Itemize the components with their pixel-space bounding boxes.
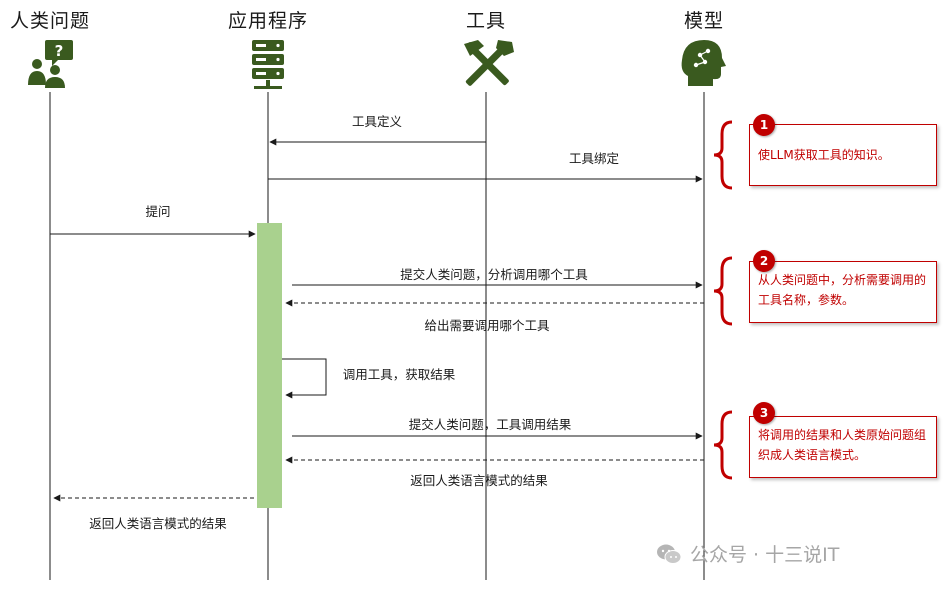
label-submit-result: 提交人类问题，工具调用结果	[408, 417, 572, 432]
svg-text:?: ?	[55, 42, 64, 60]
note-1-brace	[713, 120, 733, 190]
note-1: 使LLM获取工具的知识。	[749, 124, 937, 186]
actor-title-app: 应用程序	[227, 10, 309, 32]
ai-head-icon	[681, 40, 726, 86]
note-2-badge: 2	[753, 250, 775, 272]
server-icon	[252, 40, 284, 89]
label-submit-question: 提交人类问题，分析调用哪个工具	[400, 267, 588, 282]
note-3-badge: 3	[753, 402, 775, 424]
watermark-text: 公众号 · 十三说IT	[690, 544, 840, 566]
user-question-icon: ?	[28, 40, 73, 88]
note-3-text: 将调用的结果和人类原始问题组织成人类语言模式。	[758, 428, 927, 462]
label-app-return: 返回人类语言模式的结果	[89, 516, 227, 531]
label-self-call-tool: 调用工具，获取结果	[342, 367, 456, 382]
label-tool-definition: 工具定义	[351, 114, 403, 129]
watermark: 公众号 · 十三说IT	[656, 540, 839, 567]
note-3-brace	[713, 410, 733, 480]
note-2-brace	[713, 256, 733, 326]
actor-title-model: 模型	[683, 10, 725, 32]
note-1-badge: 1	[753, 114, 775, 136]
actor-title-tool: 工具	[465, 10, 507, 32]
activation-bar	[257, 223, 282, 508]
wechat-icon	[657, 544, 682, 564]
label-model-return: 返回人类语言模式的结果	[410, 473, 548, 488]
tools-icon	[464, 40, 514, 86]
note-2: 从人类问题中，分析需要调用的工具名称，参数。	[749, 261, 937, 323]
note-1-text: 使LLM获取工具的知识。	[758, 148, 890, 162]
note-3: 将调用的结果和人类原始问题组织成人类语言模式。	[749, 416, 937, 478]
arrow-self-call-tool	[282, 358, 327, 399]
actor-title-human: 人类问题	[9, 10, 91, 32]
label-tool-binding: 工具绑定	[568, 151, 620, 166]
note-2-text: 从人类问题中，分析需要调用的工具名称，参数。	[758, 273, 927, 307]
label-tool-choice-return: 给出需要调用哪个工具	[424, 318, 550, 333]
label-ask-question: 提问	[145, 204, 171, 219]
